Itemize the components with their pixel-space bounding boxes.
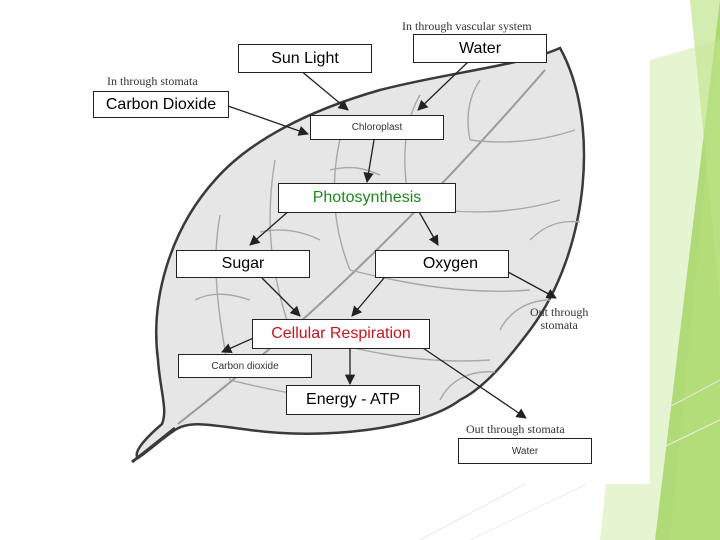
- label-water-out: Water: [458, 438, 592, 464]
- caption-vascular-in: In through vascular system: [402, 19, 532, 33]
- arrow-oxygen-to-respiration: [351, 277, 385, 317]
- arrow-oxygen-out: [507, 271, 557, 299]
- arrow-co2-to-chloroplast: [227, 105, 309, 136]
- leaf-midrib: [177, 69, 546, 425]
- arrow-chloroplast-to-photosynthesis: [363, 139, 375, 184]
- arrow-photosynthesis-to-sugar: [249, 209, 291, 246]
- caption-stomata-out-right: Out through stomata: [530, 306, 588, 332]
- flow-arrows: [221, 61, 557, 419]
- leaf-stem: [131, 426, 176, 464]
- arrow-to-water-out: [419, 345, 527, 419]
- arrow-sunlight-to-chloroplast: [299, 69, 349, 111]
- arrow-photosynthesis-to-oxygen: [417, 209, 439, 246]
- label-carbon-dioxide-out: Carbon dioxide: [178, 354, 312, 378]
- arrow-sugar-to-respiration: [261, 277, 301, 317]
- caption-stomata-out-right-line2: stomata: [540, 318, 578, 332]
- label-sunlight: Sun Light: [238, 44, 372, 73]
- label-energy-atp: Energy - ATP: [286, 385, 420, 415]
- caption-stomata-out-bottom: Out through stomata: [466, 422, 565, 436]
- label-sugar: Sugar: [176, 250, 310, 278]
- caption-stomata-out-right-line1: Out through: [530, 305, 589, 319]
- label-cellular-respiration: Cellular Respiration: [252, 319, 430, 349]
- label-carbon-dioxide-in: Carbon Dioxide: [93, 91, 229, 118]
- label-chloroplast: Chloroplast: [310, 115, 444, 140]
- label-oxygen: Oxygen: [375, 250, 509, 278]
- label-photosynthesis: Photosynthesis: [278, 183, 456, 213]
- arrow-water-to-chloroplast: [417, 61, 469, 111]
- label-water-in: Water: [413, 34, 547, 63]
- caption-stomata-in: In through stomata: [107, 74, 198, 88]
